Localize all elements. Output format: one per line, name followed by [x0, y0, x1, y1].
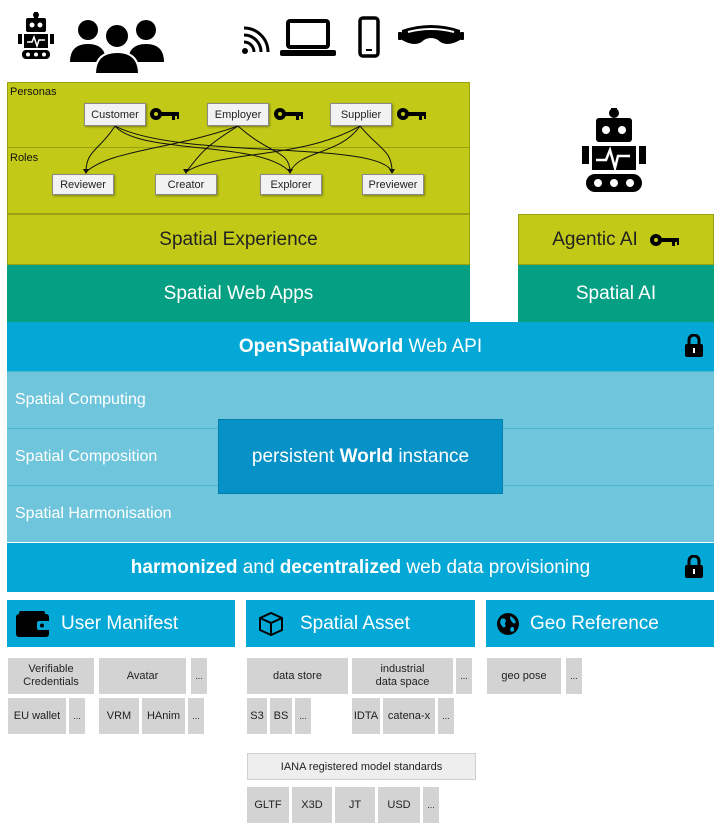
wallet-icon: [15, 610, 51, 638]
personas-label: Personas: [10, 86, 57, 98]
user-manifest-header[interactable]: User Manifest: [7, 600, 235, 647]
more-box[interactable]: ...: [456, 658, 472, 694]
more-box[interactable]: ...: [188, 698, 204, 734]
jt-box[interactable]: JT: [335, 787, 375, 823]
lock-icon: [684, 554, 704, 579]
world-instance-box[interactable]: persistent World instance: [218, 419, 503, 494]
lock-icon: [684, 333, 704, 358]
key-icon: [649, 233, 680, 247]
provisioning-t1: and: [237, 556, 280, 578]
spatial-asset-title: Spatial Asset: [300, 612, 410, 634]
more-box[interactable]: ...: [69, 698, 85, 734]
role-explorer[interactable]: Explorer: [260, 174, 322, 195]
agentic-ai-label: Agentic AI: [552, 228, 638, 250]
more-box[interactable]: ...: [423, 787, 439, 823]
usd-box[interactable]: USD: [378, 787, 420, 823]
provisioning-b2: decentralized: [279, 556, 402, 578]
standards-title-box[interactable]: IANA registered model standards: [247, 753, 476, 780]
idta-box[interactable]: IDTA: [352, 698, 380, 734]
provisioning-b1: harmonized: [130, 556, 238, 578]
geo-reference-title: Geo Reference: [530, 612, 659, 634]
robot-icon: [18, 12, 54, 60]
role-previewer[interactable]: Previewer: [362, 174, 424, 195]
hanim-box[interactable]: HAnim: [142, 698, 185, 734]
spatial-computing-layer[interactable]: Spatial Computing: [7, 371, 714, 428]
verifiable-credentials-box[interactable]: Verifiable Credentials: [8, 658, 94, 694]
spatial-asset-header[interactable]: Spatial Asset: [246, 600, 475, 647]
role-reviewer[interactable]: Reviewer: [52, 174, 114, 195]
phone-icon: [358, 16, 380, 58]
vrm-box[interactable]: VRM: [99, 698, 139, 734]
s3-box[interactable]: S3: [247, 698, 267, 734]
vr-headset-icon: [398, 22, 464, 52]
more-box[interactable]: ...: [295, 698, 311, 734]
web-api-layer[interactable]: OpenSpatialWorld Web API: [7, 322, 714, 371]
user-manifest-title: User Manifest: [61, 612, 179, 634]
geo-pose-box[interactable]: geo pose: [487, 658, 561, 694]
wifi-icon: [240, 26, 272, 56]
web-api-text: Web API: [403, 335, 483, 357]
cube-icon: [258, 611, 284, 637]
people-icon: [68, 14, 166, 75]
key-icon: [397, 107, 427, 121]
persona-supplier[interactable]: Supplier: [330, 103, 392, 126]
provisioning-layer[interactable]: harmonized and decentralized web data pr…: [7, 543, 714, 592]
provisioning-t2: web data provisioning: [401, 556, 591, 578]
bs-box[interactable]: BS: [270, 698, 292, 734]
avatar-box[interactable]: Avatar: [99, 658, 186, 694]
world-instance-bold: World: [339, 445, 394, 467]
persona-customer[interactable]: Customer: [84, 103, 146, 126]
spatial-harmonisation-layer[interactable]: Spatial Harmonisation: [7, 485, 714, 542]
roles-label: Roles: [10, 152, 39, 164]
key-icon: [150, 107, 180, 121]
agent-robot-icon: [582, 108, 646, 194]
industrial-data-space-box[interactable]: industrial data space: [352, 658, 453, 694]
globe-icon: [496, 612, 520, 636]
more-box[interactable]: ...: [438, 698, 454, 734]
spatial-experience-layer[interactable]: Spatial Experience: [7, 214, 470, 265]
eu-wallet-box[interactable]: EU wallet: [8, 698, 66, 734]
spatial-ai-layer[interactable]: Spatial AI: [518, 265, 714, 322]
more-box[interactable]: ...: [191, 658, 207, 694]
more-box[interactable]: ...: [566, 658, 582, 694]
spatial-web-apps-layer[interactable]: Spatial Web Apps: [7, 265, 470, 322]
gltf-box[interactable]: GLTF: [247, 787, 289, 823]
x3d-box[interactable]: X3D: [292, 787, 332, 823]
web-api-bold: OpenSpatialWorld: [238, 335, 404, 357]
geo-reference-header[interactable]: Geo Reference: [486, 600, 714, 647]
catena-x-box[interactable]: catena-x: [383, 698, 435, 734]
key-icon: [274, 107, 304, 121]
laptop-icon: [280, 18, 336, 58]
persona-employer[interactable]: Employer: [207, 103, 269, 126]
role-creator[interactable]: Creator: [155, 174, 217, 195]
agentic-ai-layer[interactable]: Agentic AI: [518, 214, 714, 265]
world-instance-pre: persistent: [251, 445, 340, 467]
world-instance-post: instance: [393, 445, 470, 467]
data-store-box[interactable]: data store: [247, 658, 348, 694]
